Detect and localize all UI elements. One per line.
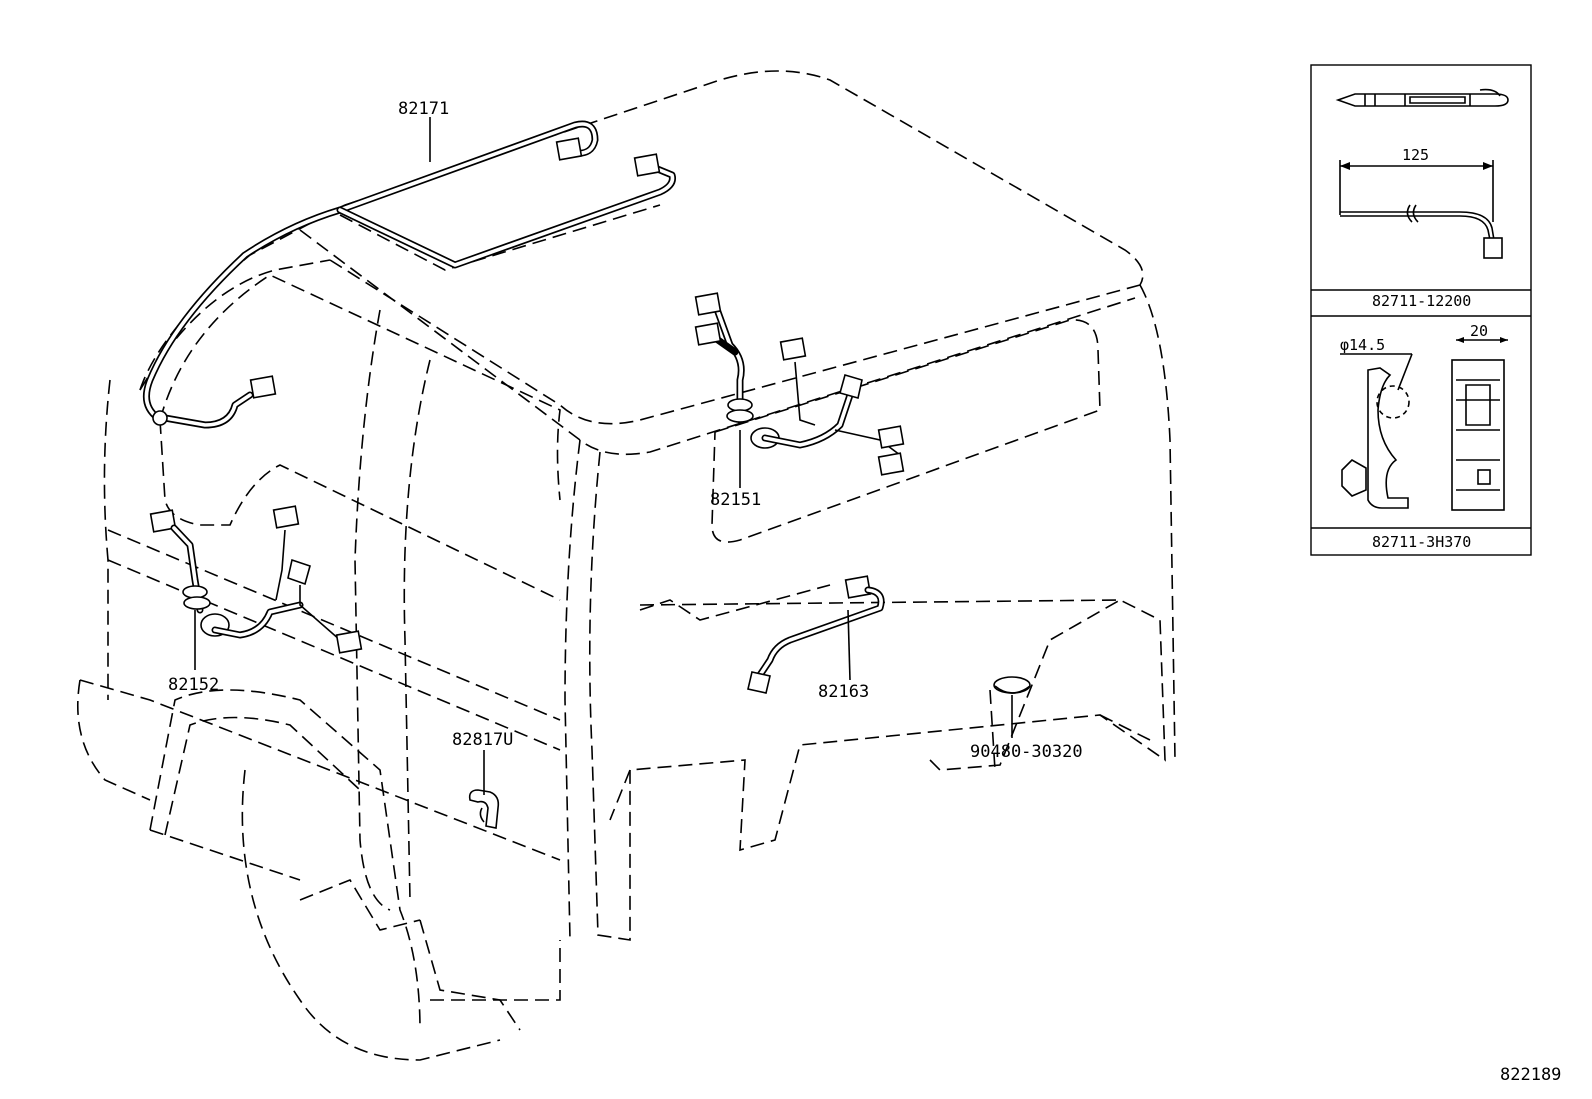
cable-tie-part-number: 82711-12200 [1372, 292, 1471, 310]
grommet-plug-part [993, 676, 1031, 694]
callout-82151: 82151 [710, 490, 761, 510]
clamp-width: 20 [1470, 322, 1488, 340]
clamp-drawing: φ14.5 20 82711-3H370 [1340, 322, 1508, 551]
vehicle-body-outline [77, 70, 1176, 1061]
rear-wire-harness [747, 575, 885, 694]
left-wire-harness [149, 505, 363, 654]
clamp-diameter: φ14.5 [1340, 336, 1385, 354]
callout-82817u: 82817U [452, 730, 513, 750]
callout-82152: 82152 [168, 675, 219, 695]
detail-panel-frame [1310, 64, 1532, 556]
clamp-part-number: 82711-3H370 [1372, 533, 1471, 551]
harness-clamp-part [468, 789, 500, 829]
callout-82171: 82171 [398, 99, 449, 119]
diagram-id: 822189 [1500, 1065, 1561, 1085]
callout-82163: 82163 [818, 682, 869, 702]
cable-tie-drawing: 125 82711-12200 [1335, 88, 1509, 310]
roof-wire-harness [142, 120, 676, 429]
cable-tie-length: 125 [1402, 146, 1429, 164]
detail-panel: 125 82711-12200 φ14.5 20 82711-3H370 [1310, 64, 1532, 556]
right-wire-harness [694, 292, 905, 476]
leader-lines [194, 117, 1013, 795]
callout-90480-30320: 90480-30320 [970, 742, 1083, 762]
